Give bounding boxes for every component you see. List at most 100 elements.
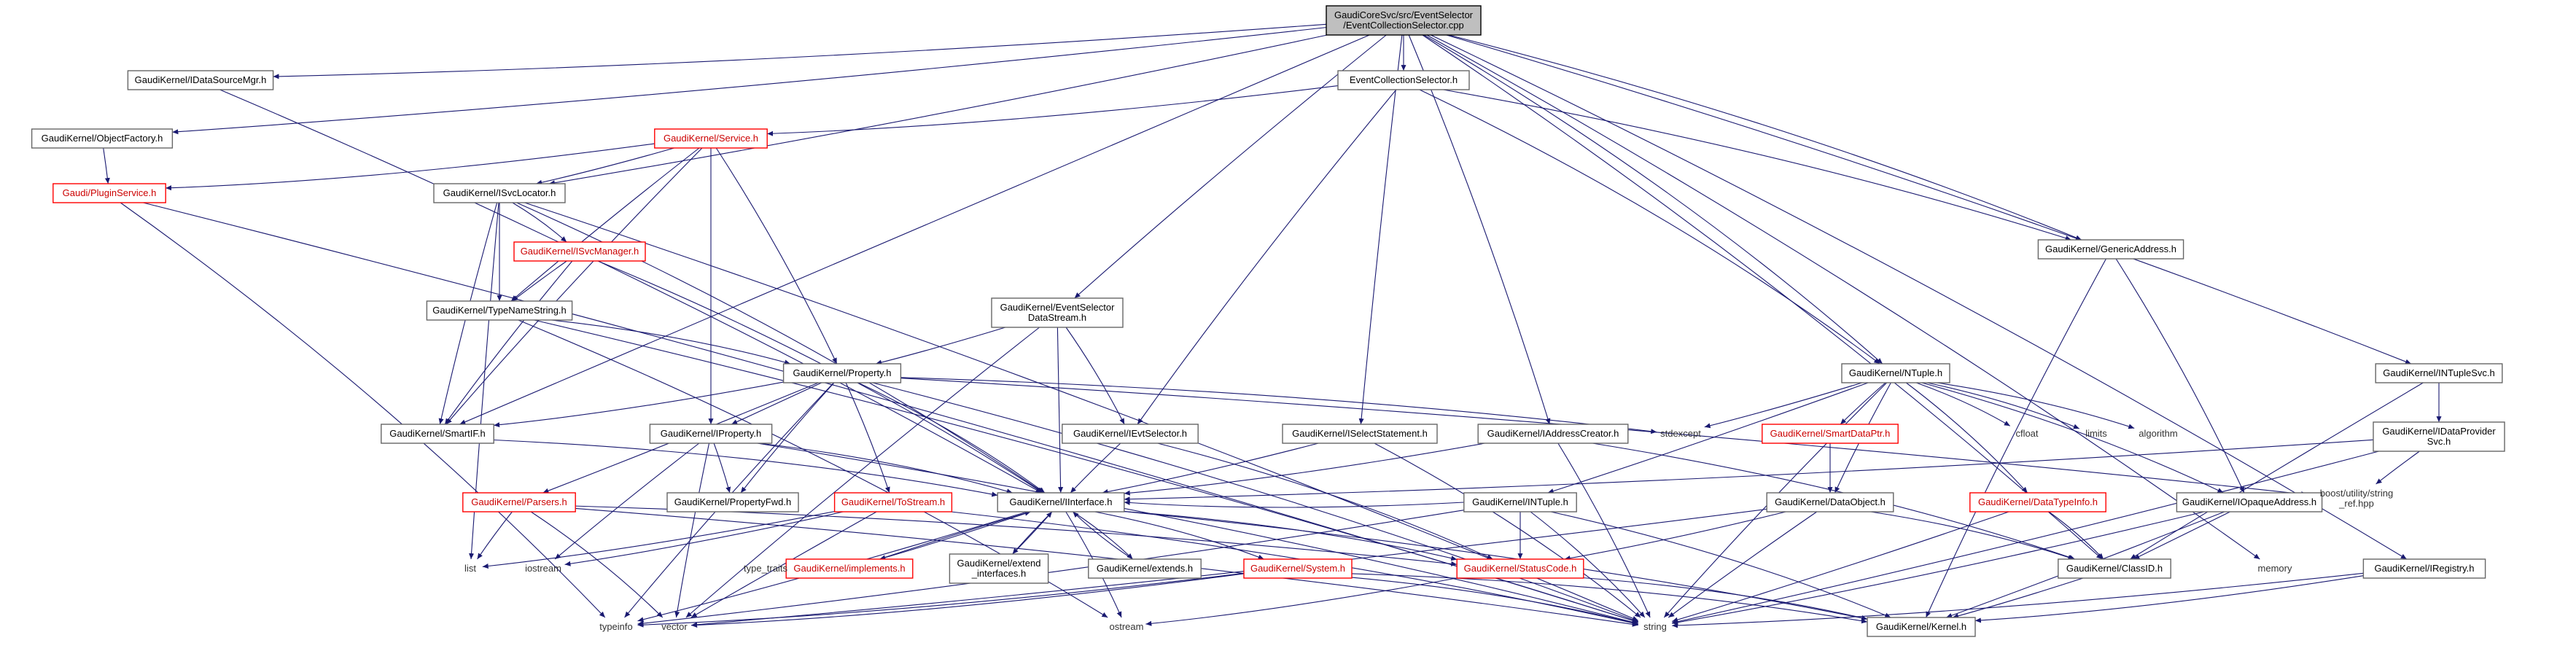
node-statuscode[interactable]: GaudiKernel/StatusCode.h — [1456, 558, 1584, 579]
node-ievtsel[interactable]: GaudiKernel/IEvtSelector.h — [1062, 424, 1199, 444]
node-stdexcept: stdexcept — [1660, 428, 1701, 439]
node-box — [513, 241, 646, 262]
edge-esds-to-iinterface — [1057, 327, 1064, 494]
edge-property-to-smartif — [494, 381, 784, 428]
edge-ecs-to-ntuple — [1419, 89, 1880, 365]
node-propfwd[interactable]: GaudiKernel/PropertyFwd.h — [666, 492, 799, 512]
node-label: memory — [2258, 563, 2292, 574]
node-system[interactable]: GaudiKernel/System.h — [1243, 558, 1353, 579]
node-box — [654, 128, 768, 149]
edge-idataprov-to-iinterface — [1124, 439, 2374, 502]
node-typename[interactable]: GaudiKernel/TypeNameString.h — [426, 300, 573, 321]
node-label: EventCollectionSelector.h — [1350, 74, 1458, 85]
node-property[interactable]: GaudiKernel/Property.h — [782, 363, 902, 383]
node-parsers[interactable]: GaudiKernel/Parsers.h — [462, 492, 576, 512]
node-ecs[interactable]: EventCollectionSelector.h — [1337, 70, 1470, 90]
node-label: GaudiKernel/IDataProvider — [2382, 426, 2496, 437]
node-label: _ref.hpp — [2338, 498, 2374, 509]
node-label: GaudiKernel/PropertyFwd.h — [674, 496, 791, 507]
node-label: algorithm — [2139, 428, 2177, 439]
nodes: GaudiCoreSvc/src/EventSelector/EventColl… — [31, 5, 2505, 637]
edge-extends-to-iinterface — [1073, 511, 1133, 560]
edge-intuplesvc-to-classid — [2130, 382, 2424, 560]
edge-root-to-datasrc — [273, 23, 1327, 79]
edge-smartif-to-iinterface — [494, 439, 998, 497]
node-iinterface[interactable]: GaudiKernel/IInterface.h — [997, 492, 1125, 512]
node-extendif[interactable]: GaudiKernel/extend_interfaces.h — [949, 553, 1049, 584]
node-label: GaudiKernel/TypeNameString.h — [432, 305, 567, 316]
node-smartdataptr[interactable]: GaudiKernel/SmartDataPtr.h — [1762, 424, 1899, 444]
node-box — [1282, 424, 1438, 444]
node-label: GaudiKernel/System.h — [1250, 563, 1345, 574]
node-genaddr[interactable]: GaudiKernel/GenericAddress.h — [2037, 239, 2184, 260]
edge-classid-to-kernel — [1952, 577, 2084, 619]
node-box — [1477, 424, 1629, 444]
node-box — [1841, 363, 1950, 383]
edge-genaddr-to-iopaque — [2115, 258, 2245, 494]
node-label: GaudiKernel/INTuple.h — [1472, 496, 1568, 507]
node-iselect[interactable]: GaudiKernel/ISelectStatement.h — [1282, 424, 1438, 444]
node-dataobject[interactable]: GaudiKernel/DataObject.h — [1766, 492, 1894, 512]
node-label: cfloat — [2015, 428, 2038, 439]
node-datasrc[interactable]: GaudiKernel/IDataSourceMgr.h — [127, 70, 274, 90]
node-smartif[interactable]: GaudiKernel/SmartIF.h — [381, 424, 494, 444]
node-box — [2176, 492, 2323, 512]
node-iregistry[interactable]: GaudiKernel/IRegistry.h — [2362, 558, 2486, 579]
edge-root-to-isvcloc — [548, 34, 1328, 186]
node-algorithm: algorithm — [2139, 428, 2177, 439]
edge-iopaque-to-string — [1672, 511, 2205, 625]
edge-ecs-to-genaddr — [1443, 89, 2071, 241]
node-isvcloc[interactable]: GaudiKernel/ISvcLocator.h — [433, 183, 566, 203]
node-label: GaudiKernel/Parsers.h — [471, 496, 567, 507]
node-isvcmgr[interactable]: GaudiKernel/ISvcManager.h — [513, 241, 646, 262]
node-intuple[interactable]: GaudiKernel/INTuple.h — [1463, 492, 1577, 512]
node-label: GaudiKernel/ObjectFactory.h — [42, 133, 163, 144]
node-root[interactable]: GaudiCoreSvc/src/EventSelector/EventColl… — [1326, 5, 1482, 36]
node-iaddrcr[interactable]: GaudiKernel/IAddressCreator.h — [1477, 424, 1629, 444]
edge-dataobject-to-statuscode — [1564, 511, 1786, 561]
node-label: GaudiKernel/extend — [957, 558, 1041, 569]
node-objfac[interactable]: GaudiKernel/ObjectFactory.h — [31, 128, 174, 149]
node-box — [1463, 492, 1577, 512]
edge-system-to-typeinfo — [637, 572, 1245, 628]
node-datatypeinfo[interactable]: GaudiKernel/DataTypeInfo.h — [1969, 492, 2106, 512]
node-label: _interfaces.h — [971, 568, 1026, 579]
edge-property-to-iproperty — [731, 382, 822, 425]
node-iopaque[interactable]: GaudiKernel/IOpaqueAddress.h — [2176, 492, 2323, 512]
node-label: GaudiKernel/IInterface.h — [1010, 496, 1113, 507]
edge-iinterface-to-kernel — [1124, 511, 1868, 621]
edge-service-to-isvcloc — [536, 147, 674, 185]
edge-root-to-intuplesvc — [1446, 34, 2412, 365]
edge-service-to-pluginsvc — [166, 143, 655, 191]
node-label: GaudiKernel/implements.h — [793, 563, 905, 574]
edge-iinterface-to-implements — [879, 511, 1031, 561]
node-box — [997, 492, 1125, 512]
node-implements[interactable]: GaudiKernel/implements.h — [785, 558, 914, 579]
node-kernel[interactable]: GaudiKernel/Kernel.h — [1867, 617, 1976, 637]
edge-iproperty-to-string — [757, 443, 1638, 625]
node-label: ostream — [1110, 621, 1144, 632]
node-box — [433, 183, 566, 203]
edge-ntuple-to-datatypeinfo — [1905, 382, 2028, 494]
node-label: list — [464, 563, 476, 574]
node-intuplesvc[interactable]: GaudiKernel/INTupleSvc.h — [2375, 363, 2503, 383]
edge-system-to-string — [1351, 577, 1638, 625]
node-box — [381, 424, 494, 444]
node-limits: limits — [2085, 428, 2107, 439]
node-label: GaudiKernel/INTupleSvc.h — [2383, 367, 2494, 378]
node-label: DataStream.h — [1028, 312, 1086, 323]
node-pluginsvc[interactable]: Gaudi/PluginService.h — [52, 183, 166, 203]
node-extends[interactable]: GaudiKernel/extends.h — [1088, 558, 1202, 579]
node-box — [1088, 558, 1202, 579]
node-service[interactable]: GaudiKernel/Service.h — [654, 128, 768, 149]
node-classid[interactable]: GaudiKernel/ClassID.h — [2058, 558, 2171, 579]
node-box — [426, 300, 573, 321]
edge-ntuple-to-algorithm — [1937, 382, 2135, 429]
node-iproperty[interactable]: GaudiKernel/IProperty.h — [649, 424, 773, 444]
edge-iproperty-to-iinterface — [759, 443, 1013, 494]
node-ntuple[interactable]: GaudiKernel/NTuple.h — [1841, 363, 1950, 383]
node-tostream[interactable]: GaudiKernel/ToStream.h — [833, 492, 953, 512]
